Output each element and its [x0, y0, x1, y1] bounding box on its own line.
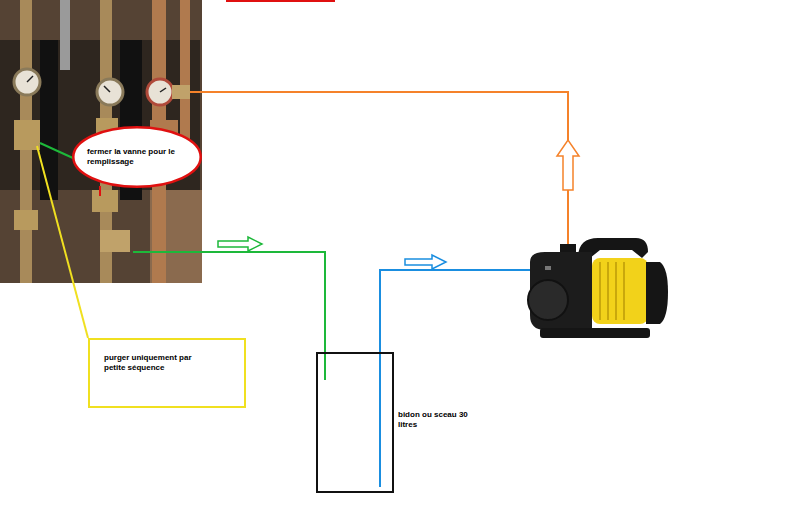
leader-line [99, 186, 101, 196]
note-text: fermer la vanne pour le remplissage [87, 147, 187, 168]
valve-callout: fermer la vanne pour le remplissage [72, 126, 202, 188]
note-text: purger uniquement par petite séquence [104, 353, 214, 374]
flow-arrow [557, 140, 579, 190]
red-mark [226, 0, 335, 2]
purge-note: purger uniquement par petite séquence [88, 338, 246, 408]
suction-pipe [380, 270, 532, 487]
flow-arrow [218, 237, 262, 251]
flow-arrow [405, 255, 446, 269]
leader-line [37, 146, 88, 338]
bucket: bidon ou sceau 30 litres [316, 352, 394, 493]
outlet-pipe [190, 92, 568, 246]
pump-illustration [528, 238, 668, 338]
note-text: bidon ou sceau 30 litres [398, 410, 486, 431]
manifold-photo [0, 0, 202, 283]
